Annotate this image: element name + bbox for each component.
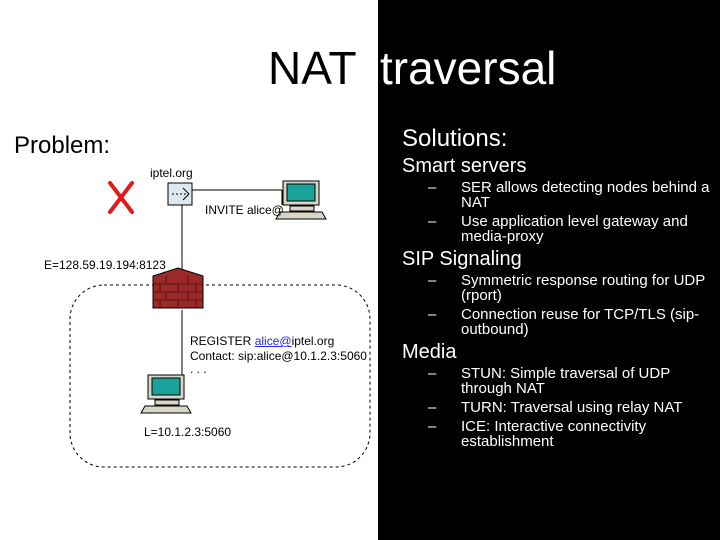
list-item: –Connection reuse for TCP/TLS (sip-outbo… (428, 306, 700, 338)
list-item: –TURN: Traversal using relay NAT (428, 399, 683, 416)
smart-servers-list: –SER allows detecting nodes behind a NAT… (428, 180, 713, 248)
solutions-heading: Solutions: (402, 125, 508, 152)
sip-signaling-list: –Symmetric response routing for UDP (rpo… (428, 273, 713, 341)
right-panel (378, 0, 720, 540)
invite-label: INVITE alice@ (205, 203, 284, 217)
server-proxy-icon (167, 182, 193, 206)
private-network-boundary (69, 284, 371, 468)
list-item: –ICE: Interactive connectivity establish… (428, 418, 647, 450)
contact-line: Contact: sip:alice@10.1.2.3:5060 (190, 349, 367, 363)
local-address-label: L=10.1.2.3:5060 (144, 425, 232, 439)
blocked-cross-icon (108, 181, 134, 214)
caller-computer-icon (275, 180, 327, 220)
section-heading-smart-servers: Smart servers (402, 155, 527, 177)
register-link[interactable]: alice@ (254, 334, 292, 348)
section-heading-media: Media (402, 341, 457, 363)
nat-diagram (69, 180, 371, 468)
problem-label: Problem: (14, 132, 111, 159)
register-suffix: iptel.org (291, 334, 335, 348)
media-list: –STUN: Simple traversal of UDP through N… (428, 366, 713, 453)
left-panel (0, 0, 378, 540)
client-computer-icon (140, 374, 192, 414)
register-prefix: REGISTER (190, 334, 255, 348)
external-address-label: E=128.59.19.194:8123 (44, 258, 166, 272)
title-nat: NAT (268, 42, 357, 94)
title-traversal: traversal (380, 42, 557, 94)
register-line: REGISTER alice@iptel.org (190, 334, 334, 348)
list-item: –Use application level gateway and media… (428, 213, 688, 245)
list-item: –SER allows detecting nodes behind a NAT (428, 179, 710, 211)
list-item: –STUN: Simple traversal of UDP through N… (428, 365, 670, 397)
firewall-icon (152, 267, 204, 309)
section-heading-sip-signaling: SIP Signaling (402, 248, 522, 270)
server-label: iptel.org (150, 166, 193, 180)
list-item: –Symmetric response routing for UDP (rpo… (428, 272, 705, 304)
ellipsis-line: . . . (190, 362, 207, 376)
